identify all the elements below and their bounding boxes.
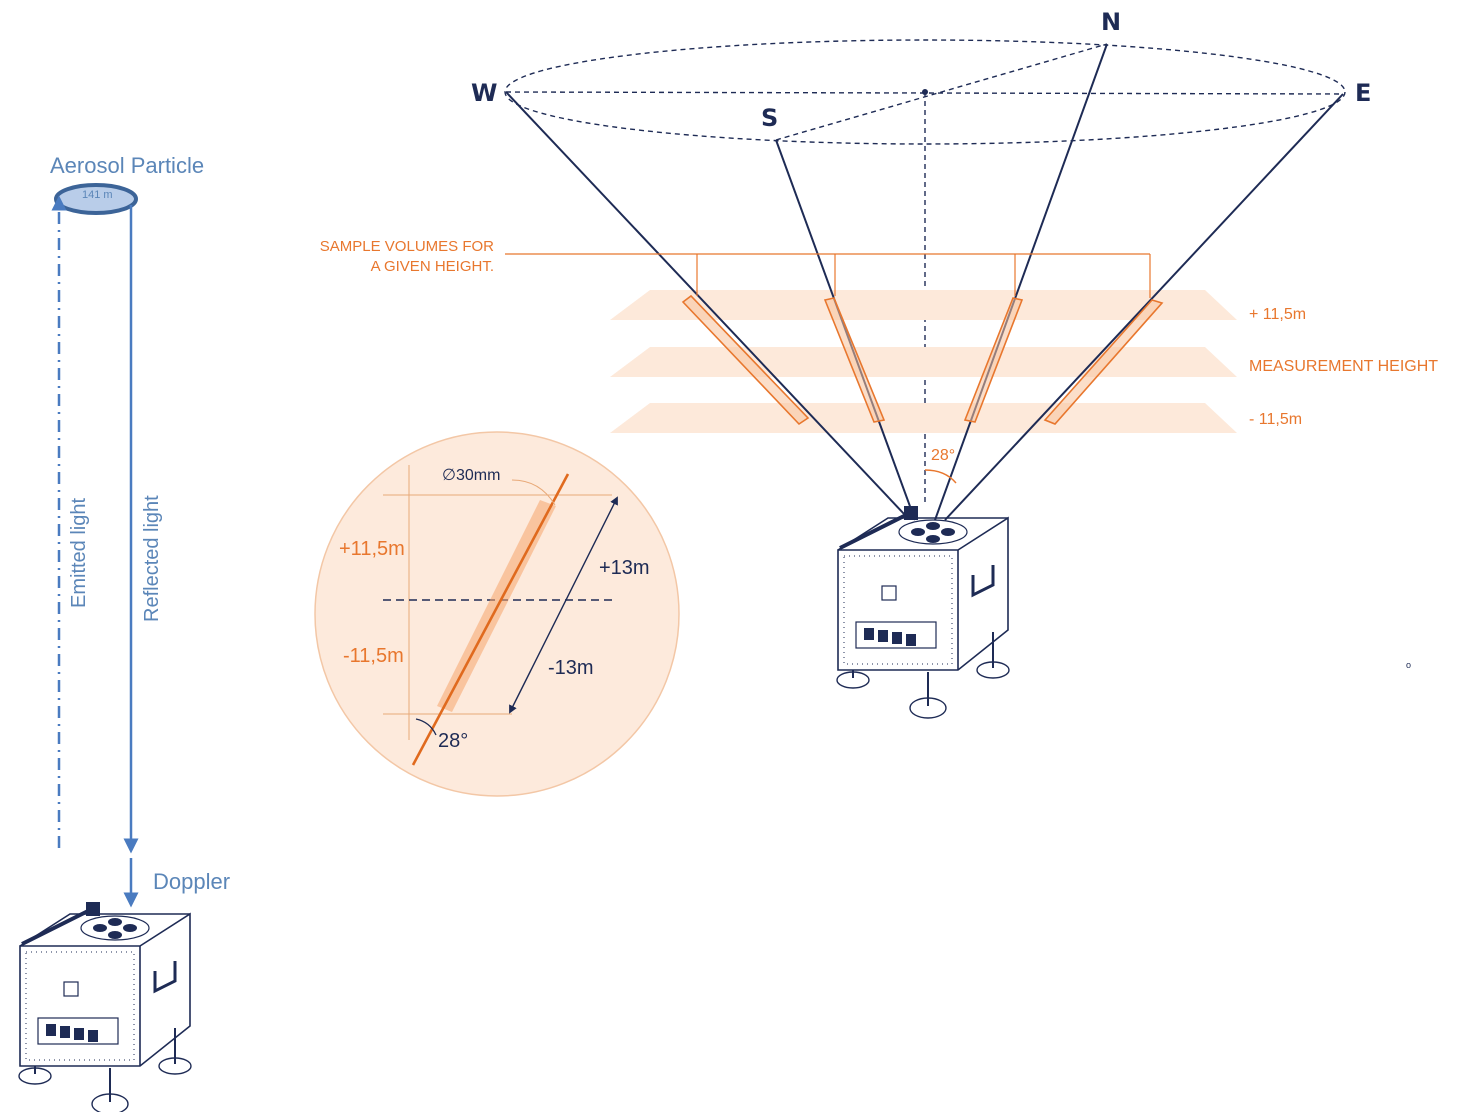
compass-south: S [761, 104, 778, 132]
lidar-device-small [17, 900, 193, 1112]
small-mark: o [1406, 660, 1411, 670]
compass-west: W [471, 79, 497, 107]
cone-angle-arc [924, 469, 957, 484]
detail-minus-length-label: -13m [548, 657, 594, 679]
sample-volumes-label-line2: A GIVEN HEIGHT. [371, 258, 494, 275]
sample-label-connector [505, 253, 1151, 298]
west-beam [505, 91, 906, 516]
reflected-light-label: Reflected light [141, 495, 163, 622]
detail-angle-arc [415, 718, 437, 736]
detail-diameter-pointer [511, 479, 556, 506]
detail-length-arrow [509, 496, 618, 714]
lower-height-band [610, 403, 1237, 433]
south-north-axis [775, 43, 1108, 141]
detail-diameter-label: ∅30mm [442, 467, 500, 484]
sample-volumes-label-line1: SAMPLE VOLUMES FOR [320, 238, 494, 255]
scan-circle [504, 39, 1346, 145]
detail-plus-height-label: +11,5m [339, 538, 405, 560]
cone-angle-label: 28° [931, 447, 955, 464]
particle-size-label: 141 m [82, 189, 113, 201]
circle-center [922, 89, 928, 95]
sample-volume-south [823, 297, 886, 423]
detail-plus-length-label: +13m [599, 557, 650, 579]
compass-north: N [1101, 8, 1121, 36]
east-beam [944, 93, 1344, 521]
upper-height-band [610, 290, 1237, 320]
upper-height-label: + 11,5m [1249, 306, 1306, 323]
measurement-height-band [610, 347, 1237, 377]
sample-volume-north [963, 297, 1024, 423]
emitted-light-label: Emitted light [68, 498, 90, 608]
detail-minus-height-label: -11,5m [343, 645, 404, 667]
sample-volume-east [1043, 299, 1164, 425]
detail-inset: ∅30mm +11,5m -11,5m +13m -13m 28° [314, 431, 680, 797]
sample-volume-west [681, 294, 810, 426]
sample-volumes [681, 294, 1164, 426]
compass-east: E [1355, 79, 1371, 107]
lower-height-label: - 11,5m [1249, 411, 1302, 428]
measurement-height-label: MEASUREMENT HEIGHT [1249, 358, 1438, 375]
doppler-label: Doppler [153, 869, 230, 894]
lidar-device-large [835, 504, 1011, 720]
north-beam [934, 43, 1108, 521]
detail-angle-label: 28° [438, 730, 468, 752]
aerosol-particle-label: Aerosol Particle [50, 153, 204, 178]
scan-cone: SAMPLE VOLUMES FOR A GIVEN HEIGHT. + 11,… [320, 8, 1438, 720]
left-panel: Aerosol Particle 141 m Emitted light Ref… [17, 153, 230, 1112]
